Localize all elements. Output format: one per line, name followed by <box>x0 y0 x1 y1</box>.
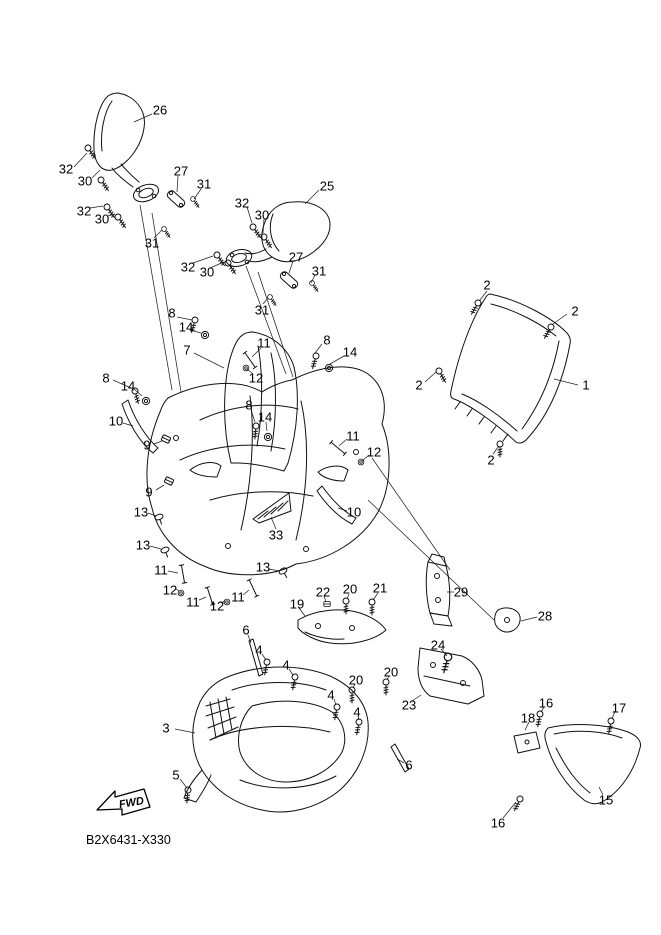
emblem-33 <box>252 492 292 524</box>
mirror-bracket-27-left <box>166 190 186 208</box>
trim-strip-10-left <box>121 399 159 454</box>
fasteners <box>83 143 615 813</box>
lower-cowl-3 <box>183 666 369 813</box>
seal-strips-6 <box>248 638 410 773</box>
front-cowl-assembly <box>146 366 390 576</box>
mirror-26 <box>93 92 160 203</box>
leader-lines <box>73 113 616 819</box>
windshield-1 <box>450 293 571 444</box>
mirror-25 <box>225 201 331 267</box>
bracket-28 <box>494 607 521 633</box>
plate-18 <box>513 731 541 754</box>
deflector-15 <box>544 724 641 805</box>
diagram-code-label: B2X6431-X330 <box>86 833 171 847</box>
bracket-23 <box>417 647 485 705</box>
fwd-label: FWD <box>118 795 145 811</box>
stay-29 <box>425 553 453 627</box>
bracket-19 <box>297 609 387 645</box>
fwd-arrow: FWD <box>96 788 151 816</box>
trim-strip-10-right <box>316 485 357 525</box>
parts-artwork <box>83 92 641 813</box>
center-windscreen-7 <box>224 331 298 472</box>
mirror-bracket-27-right <box>279 271 299 289</box>
